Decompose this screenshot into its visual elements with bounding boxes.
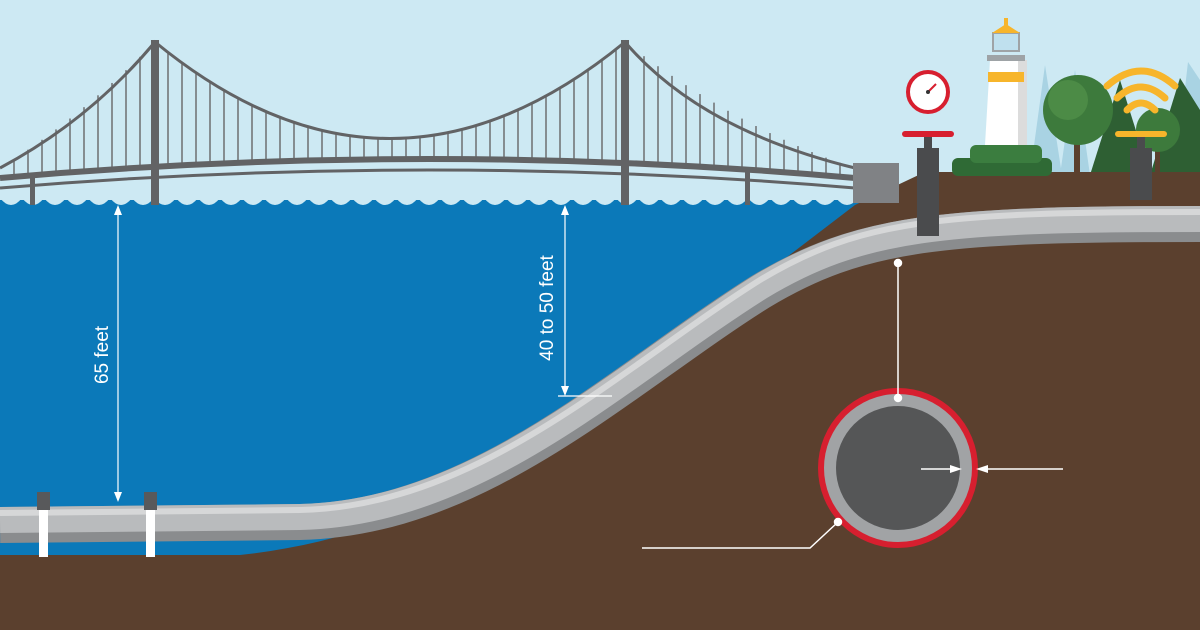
wave [176, 198, 198, 205]
wave [462, 198, 484, 205]
wifi-signal-icon [1103, 67, 1179, 114]
wave [220, 198, 242, 205]
bridge-tower [621, 40, 629, 205]
wave [308, 198, 330, 205]
depth-label-65-feet: 65 feet [92, 325, 113, 384]
wave [44, 198, 66, 205]
wave [286, 198, 308, 205]
wave [242, 198, 264, 205]
wave [638, 198, 660, 205]
tree [1136, 108, 1180, 175]
wave [528, 198, 550, 205]
bridge-deck-lower [0, 168, 856, 190]
bridge-tower [151, 40, 159, 205]
depth-marker-40-50 [558, 205, 612, 397]
pipe-cross-section [818, 388, 978, 548]
tree [1043, 75, 1113, 175]
wave [506, 198, 528, 205]
suspension-bridge [0, 39, 899, 205]
wireless-monitor [1103, 67, 1179, 200]
wave [418, 198, 440, 205]
wave [88, 198, 110, 205]
depth-marker-65 [114, 205, 122, 502]
wave [594, 198, 616, 205]
pipe-support [144, 492, 157, 557]
wave [748, 198, 770, 205]
wave [264, 198, 286, 205]
wave [792, 198, 814, 205]
waves [0, 198, 880, 205]
wave [814, 198, 836, 205]
wave [352, 198, 374, 205]
wave [374, 198, 396, 205]
wave [0, 198, 22, 205]
wave [66, 198, 88, 205]
valve-with-pressure-gauge [902, 70, 954, 236]
bridge-deck [0, 156, 856, 181]
wave [132, 198, 154, 205]
wave [330, 198, 352, 205]
wave [110, 198, 132, 205]
wave [682, 198, 704, 205]
wave [198, 198, 220, 205]
wave [440, 198, 462, 205]
wave [154, 198, 176, 205]
shrubs [952, 145, 1052, 176]
pipe-support [37, 492, 50, 557]
wave [660, 198, 682, 205]
depth-label-40-to-50-feet: 40 to 50 feet [537, 254, 558, 360]
wave [770, 198, 792, 205]
callout-lines [642, 258, 1063, 549]
wave [484, 198, 506, 205]
wave [726, 198, 748, 205]
bridge-main-cable [0, 39, 856, 170]
wave [836, 198, 858, 205]
wave [572, 198, 594, 205]
wave [550, 198, 572, 205]
pipeline [0, 206, 1200, 543]
wave [396, 198, 418, 205]
lighthouse [985, 18, 1027, 145]
bridge-anchorage [853, 163, 899, 203]
wave [704, 198, 726, 205]
